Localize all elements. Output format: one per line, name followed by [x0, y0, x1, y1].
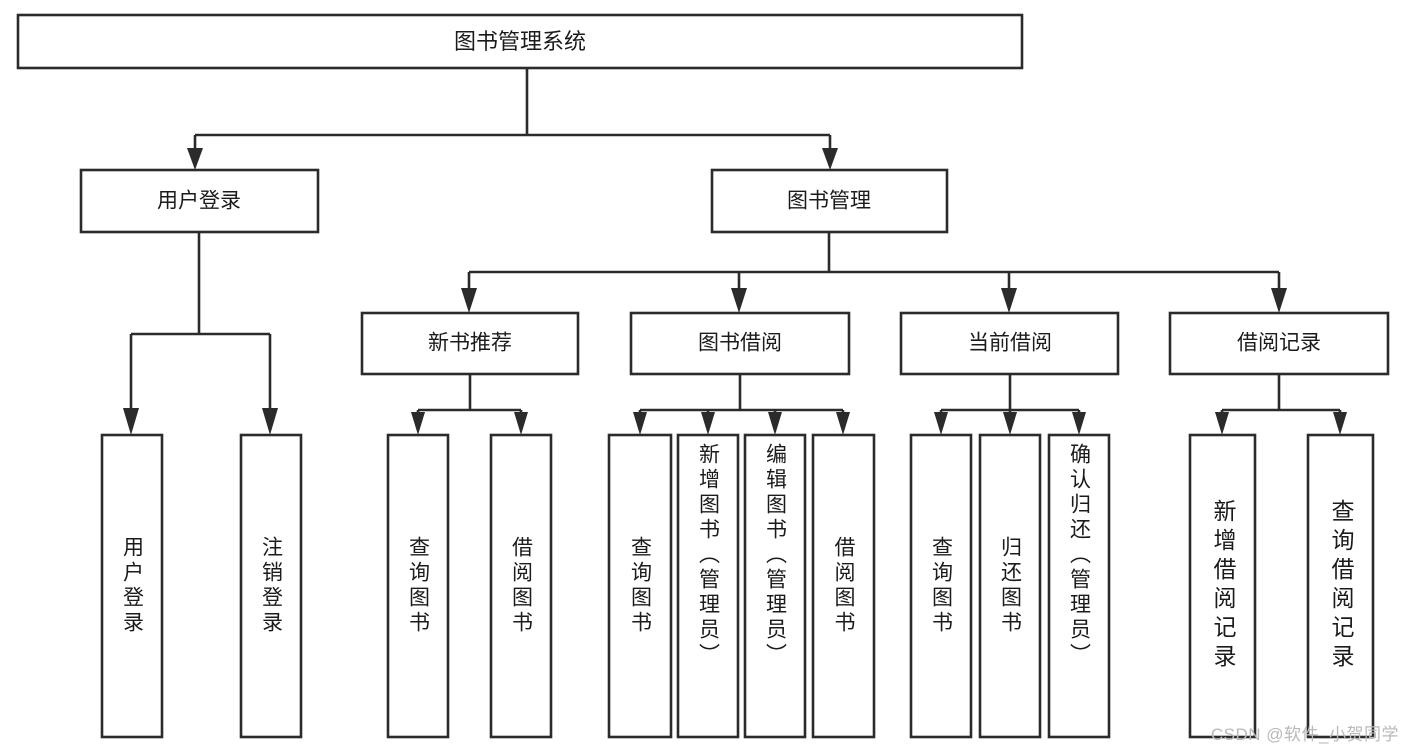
leaf-current-3-box[interactable] — [1047, 433, 1111, 739]
leaf-current-2-box[interactable] — [978, 433, 1042, 739]
arrow-bor-l2 — [701, 412, 715, 435]
arrow-book-to-n1 — [461, 288, 477, 313]
node-user-login-box[interactable] — [79, 168, 320, 234]
node-book-manage-label: 图书管理 — [787, 190, 871, 213]
arrow-rec-l2 — [514, 412, 528, 435]
leaf-borrow-2-box[interactable] — [676, 433, 740, 739]
leaf-record-1[interactable] — [1188, 433, 1257, 739]
arrow-book-to-n4 — [1271, 288, 1287, 313]
node-borrow-record[interactable]: 借阅记录 — [1168, 311, 1390, 376]
node-new-book-recommend-box[interactable] — [360, 311, 580, 376]
leaf-user-login-1-box[interactable] — [100, 433, 164, 739]
node-book-manage[interactable]: 图书管理 — [710, 168, 949, 234]
arrow-book-to-n2 — [731, 288, 747, 313]
arrow-rcd-l2 — [1333, 412, 1347, 435]
leaf-current-2[interactable] — [978, 433, 1042, 739]
arrow-book-to-n3 — [1001, 288, 1017, 313]
arrow-cur-l3 — [1072, 412, 1086, 435]
arrow-cur-l1 — [934, 412, 948, 435]
leaf-record-1-box[interactable] — [1188, 433, 1257, 739]
arrow-user-leaf1 — [123, 408, 139, 435]
connector-group-recommend — [411, 374, 528, 435]
leaf-recommend-2[interactable] — [489, 433, 553, 739]
connector-group-book-manage — [461, 232, 1287, 313]
leaf-borrow-4-box[interactable] — [811, 433, 876, 739]
node-new-book-recommend-label: 新书推荐 — [428, 332, 512, 355]
node-book-borrow[interactable]: 图书借阅 — [629, 311, 851, 376]
leaf-record-2-box[interactable] — [1306, 433, 1375, 739]
leaf-borrow-3[interactable] — [743, 433, 807, 739]
leaf-recommend-2-box[interactable] — [489, 433, 553, 739]
leaf-current-1[interactable] — [909, 433, 973, 739]
leaf-borrow-1-box[interactable] — [607, 433, 673, 739]
node-current-borrow-box[interactable] — [899, 311, 1120, 376]
node-user-login[interactable]: 用户登录 — [79, 168, 320, 234]
node-book-manage-box[interactable] — [710, 168, 949, 234]
leaf-current-3[interactable] — [1047, 433, 1111, 739]
leaf-borrow-4[interactable] — [811, 433, 876, 739]
connector-group-current — [934, 374, 1086, 435]
arrow-rec-l1 — [411, 412, 425, 435]
arrow-root-to-book — [822, 148, 838, 170]
arrow-rcd-l1 — [1215, 412, 1229, 435]
node-current-borrow-label: 当前借阅 — [968, 332, 1052, 355]
leaf-user-login-2-box[interactable] — [239, 433, 303, 739]
watermark-text: CSDN @软件_小贺同学 — [1210, 725, 1399, 744]
arrow-root-to-user — [187, 148, 203, 170]
node-root[interactable]: 图书管理系统 — [16, 13, 1024, 70]
node-borrow-record-box[interactable] — [1168, 311, 1390, 376]
leaf-record-2[interactable] — [1306, 433, 1375, 739]
node-book-borrow-box[interactable] — [629, 311, 851, 376]
arrow-cur-l2 — [1003, 412, 1017, 435]
connector-group-user-login — [123, 232, 278, 435]
arrow-user-leaf2 — [262, 408, 278, 435]
leaf-user-login-2[interactable] — [239, 433, 303, 739]
leaf-current-1-box[interactable] — [909, 433, 973, 739]
leaf-borrow-2[interactable] — [676, 433, 740, 739]
connector-group-root — [187, 68, 838, 170]
node-user-login-label: 用户登录 — [157, 190, 241, 213]
leaf-borrow-1[interactable] — [607, 433, 673, 739]
node-root-label: 图书管理系统 — [454, 29, 586, 54]
node-borrow-record-label: 借阅记录 — [1237, 332, 1321, 355]
arrow-bor-l4 — [836, 412, 850, 435]
node-book-borrow-label: 图书借阅 — [698, 332, 782, 355]
leaf-recommend-1-box[interactable] — [386, 433, 450, 739]
arrow-bor-l3 — [768, 412, 782, 435]
arrow-bor-l1 — [633, 412, 647, 435]
leaf-recommend-1[interactable] — [386, 433, 450, 739]
node-root-box[interactable] — [16, 13, 1024, 70]
connector-group-borrow — [633, 374, 850, 435]
node-new-book-recommend[interactable]: 新书推荐 — [360, 311, 580, 376]
leaf-borrow-3-box[interactable] — [743, 433, 807, 739]
connector-group-record — [1215, 374, 1347, 435]
node-current-borrow[interactable]: 当前借阅 — [899, 311, 1120, 376]
leaf-user-login-1[interactable] — [100, 433, 164, 739]
